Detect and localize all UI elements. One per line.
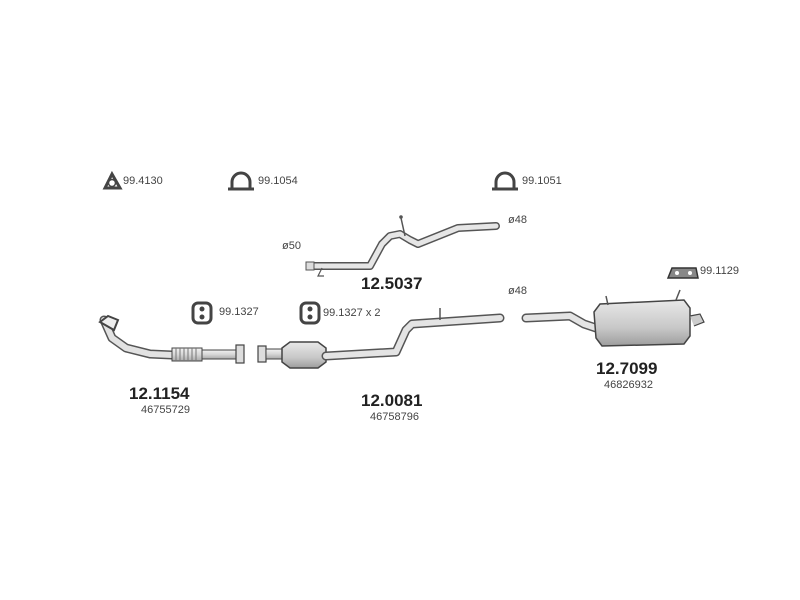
rubber-mount-icon <box>299 301 321 325</box>
part-code-front-pipe: 12.1154 <box>129 384 190 403</box>
u-clamp-icon <box>228 171 254 191</box>
oem-number-front-pipe: 46755729 <box>141 404 190 416</box>
diameter-center-pipe-outlet: ø48 <box>508 214 527 226</box>
part-label-mount-3: 99.1129 <box>700 265 739 277</box>
part-label-mount-1: 99.1327 <box>219 306 259 318</box>
part-label-mount-2: 99.1327 x 2 <box>323 307 381 319</box>
diagram-background <box>0 152 800 434</box>
rear-muffler <box>521 289 705 347</box>
front-pipe <box>98 314 245 364</box>
u-clamp-icon <box>492 171 518 191</box>
part-label-clamp-3: 99.1051 <box>522 175 562 187</box>
part-code-rear-muffler: 12.7099 <box>596 359 658 378</box>
diameter-center-pipe-inlet: ø50 <box>282 240 301 252</box>
center-pipe <box>305 215 500 277</box>
part-label-clamp-1: 99.4130 <box>123 175 163 187</box>
rubber-mount-icon <box>191 301 213 325</box>
oem-number-rear-muffler: 46826932 <box>604 379 653 391</box>
oem-number-catalytic-converter: 46758796 <box>370 411 419 423</box>
part-code-center-pipe: 12.5037 <box>361 274 423 293</box>
hanger-bracket-icon <box>666 267 699 279</box>
gasket-icon <box>102 170 123 190</box>
part-label-clamp-2: 99.1054 <box>258 175 298 187</box>
catalytic-converter <box>257 308 505 369</box>
part-code-catalytic-converter: 12.0081 <box>361 391 423 410</box>
diameter-cat-outlet: ø48 <box>508 285 527 297</box>
